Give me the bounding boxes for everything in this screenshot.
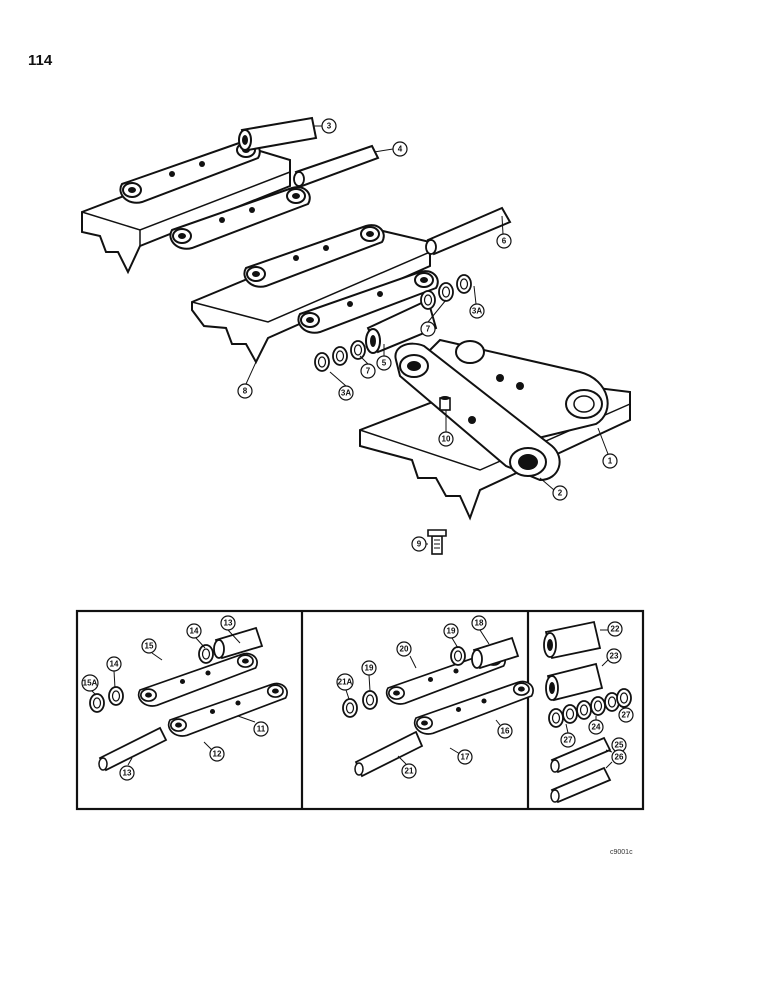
svg-text:25: 25 [615, 741, 624, 750]
svg-text:13: 13 [123, 769, 132, 778]
callout-7-left: 7 [360, 363, 376, 379]
callout-3a-right: 3A [469, 303, 485, 319]
callout-14-top: 14 [186, 623, 202, 639]
svg-text:22: 22 [611, 625, 620, 634]
seal-rings-left [314, 340, 366, 372]
pin-6 [425, 206, 512, 256]
svg-text:23: 23 [610, 652, 619, 661]
svg-text:24: 24 [592, 723, 601, 732]
track-shoe-back [81, 146, 291, 275]
svg-text:3A: 3A [341, 389, 351, 398]
callout-26: 26 [611, 749, 627, 765]
callout-24: 24 [588, 719, 604, 735]
callout-23: 23 [606, 648, 622, 664]
svg-text:16: 16 [501, 727, 510, 736]
callout-leaders-panel-1 [91, 629, 256, 766]
svg-text:1: 1 [608, 457, 613, 466]
callout-10: 10 [438, 431, 454, 447]
callout-4: 4 [392, 141, 408, 157]
callout-12: 12 [209, 746, 225, 762]
callout-13-top: 13 [220, 615, 236, 631]
callout-2: 2 [552, 485, 568, 501]
callout-21a: 21A [336, 673, 354, 691]
callout-9: 9 [411, 536, 427, 552]
svg-text:5: 5 [382, 359, 387, 368]
callout-15a: 15A [81, 674, 99, 692]
callout-27-left: 27 [560, 732, 576, 748]
svg-text:19: 19 [365, 664, 374, 673]
callout-22: 22 [607, 621, 623, 637]
callout-8: 8 [237, 383, 253, 399]
svg-text:3: 3 [327, 122, 332, 131]
callout-19-left: 19 [361, 660, 377, 676]
page-number: 114 [28, 52, 53, 69]
svg-text:6: 6 [502, 237, 507, 246]
svg-text:7: 7 [426, 325, 431, 334]
callout-6: 6 [496, 233, 512, 249]
callout-leaders-panel-3 [565, 629, 625, 769]
svg-text:14: 14 [190, 627, 199, 636]
callout-14-left: 14 [106, 656, 122, 672]
callout-27-right: 27 [618, 707, 634, 723]
svg-text:27: 27 [564, 736, 573, 745]
callout-18: 18 [471, 615, 487, 631]
track-link-front [394, 338, 609, 482]
callout-7-right: 7 [420, 321, 436, 337]
bolt-nut-10 [439, 396, 451, 411]
callout-15: 15 [141, 638, 157, 654]
svg-text:7: 7 [366, 367, 371, 376]
bushing-5 [365, 298, 438, 354]
svg-text:19: 19 [447, 627, 456, 636]
callout-1: 1 [602, 453, 618, 469]
svg-text:14: 14 [110, 660, 119, 669]
svg-text:15A: 15A [83, 679, 98, 688]
svg-text:8: 8 [243, 387, 248, 396]
svg-text:12: 12 [213, 750, 222, 759]
callout-5: 5 [376, 355, 392, 371]
pin-bushing-3 [238, 116, 318, 152]
svg-text:17: 17 [461, 753, 470, 762]
svg-text:2: 2 [558, 489, 563, 498]
svg-text:18: 18 [475, 619, 484, 628]
svg-text:9: 9 [417, 540, 422, 549]
panel-2-parts [342, 636, 534, 778]
callout-leaders-top [245, 125, 609, 545]
callout-20: 20 [396, 641, 412, 657]
svg-text:21: 21 [405, 767, 414, 776]
svg-text:11: 11 [257, 725, 266, 734]
svg-text:20: 20 [400, 645, 409, 654]
callout-11: 11 [253, 721, 269, 737]
svg-text:26: 26 [615, 753, 624, 762]
svg-text:15: 15 [145, 642, 154, 651]
callout-3: 3 [321, 118, 337, 134]
callout-19-top: 19 [443, 623, 459, 639]
callout-17: 17 [457, 749, 473, 765]
panel-3-parts [543, 620, 632, 804]
figure-code: c9001c [610, 849, 633, 856]
callout-leaders-panel-2 [345, 629, 501, 765]
callout-16: 16 [497, 723, 513, 739]
svg-text:27: 27 [622, 711, 631, 720]
panel-1-parts [89, 626, 288, 772]
svg-text:21A: 21A [338, 678, 353, 687]
callout-3a-left: 3A [338, 385, 354, 401]
svg-text:3A: 3A [472, 307, 482, 316]
callout-21: 21 [401, 763, 417, 779]
callout-13-bottom: 13 [119, 765, 135, 781]
bolt-9 [427, 529, 447, 555]
pin-4 [293, 144, 380, 188]
svg-text:13: 13 [224, 619, 233, 628]
kit-panels [75, 609, 645, 811]
track-shoe-middle [191, 226, 431, 365]
svg-text:4: 4 [398, 145, 403, 154]
svg-text:10: 10 [442, 435, 451, 444]
